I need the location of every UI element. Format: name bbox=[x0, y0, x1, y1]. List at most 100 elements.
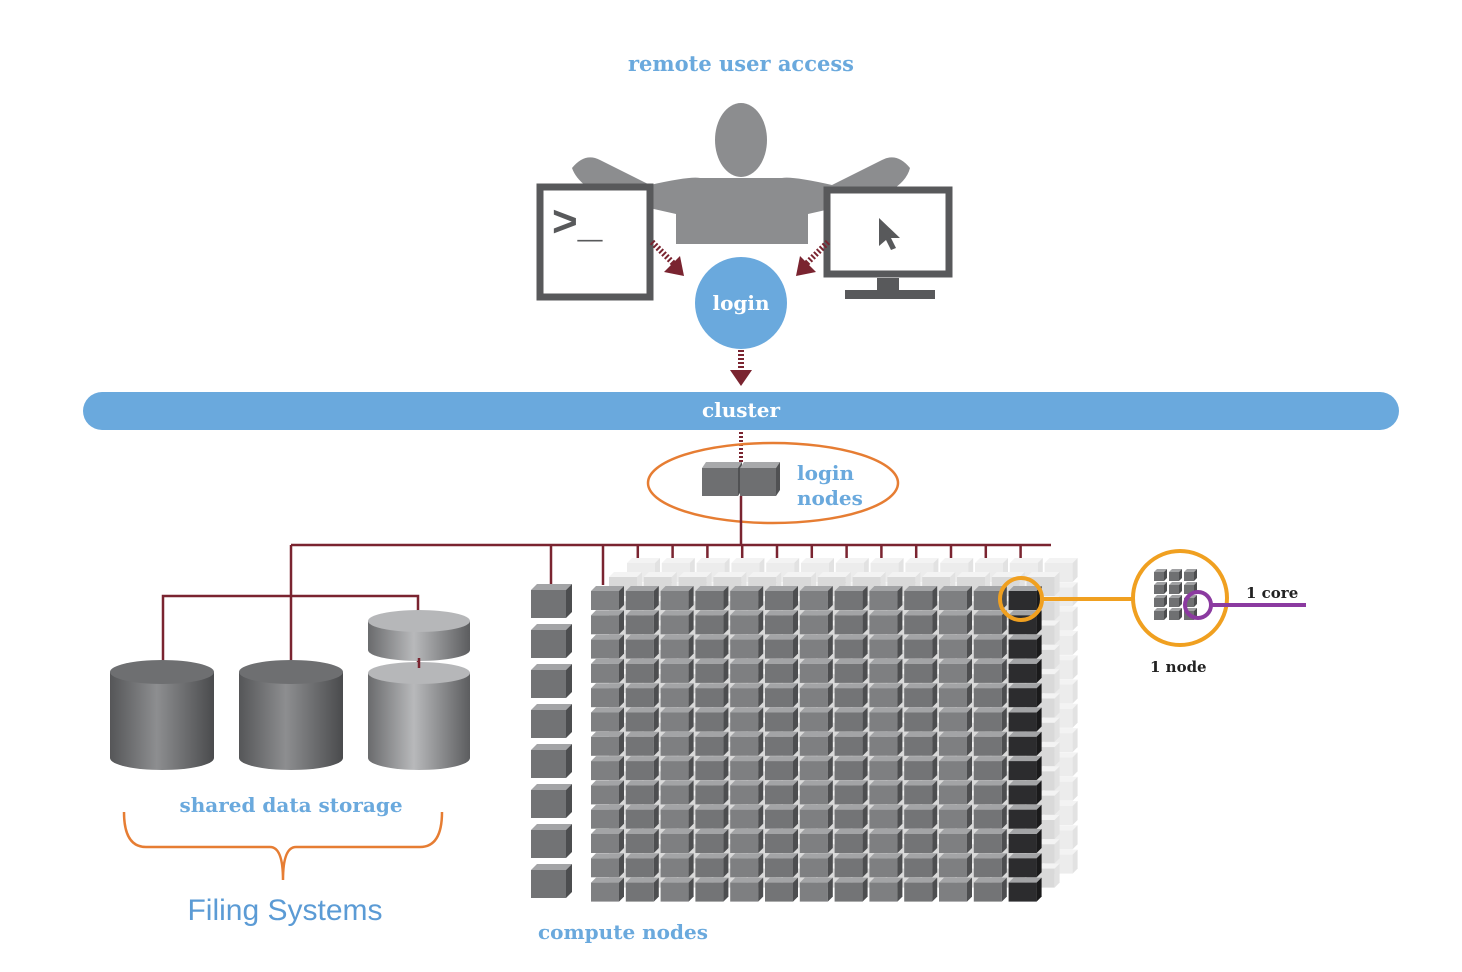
node-cube bbox=[625, 634, 659, 659]
node-cube bbox=[730, 853, 764, 878]
node-cube bbox=[765, 829, 798, 853]
node-cube bbox=[765, 610, 798, 635]
node-cube bbox=[660, 586, 694, 610]
node-cube bbox=[765, 634, 798, 659]
node-cube bbox=[869, 756, 903, 781]
node-cube bbox=[869, 853, 903, 878]
node-cube bbox=[695, 634, 729, 659]
node-cube bbox=[1008, 853, 1042, 878]
node-cube bbox=[695, 877, 729, 902]
node-cube bbox=[1154, 595, 1167, 607]
node-cube bbox=[531, 704, 572, 738]
node-cube bbox=[939, 683, 972, 708]
node-cube bbox=[1169, 582, 1182, 594]
node-cube bbox=[591, 877, 624, 902]
node-cube bbox=[625, 756, 659, 781]
node-cube bbox=[765, 756, 798, 781]
node-cube bbox=[1154, 569, 1167, 581]
node-cube bbox=[904, 780, 938, 805]
node-cube bbox=[625, 683, 659, 708]
node-cube bbox=[730, 683, 764, 708]
node-cube bbox=[695, 731, 729, 756]
node-cube bbox=[730, 829, 764, 853]
node-cube bbox=[765, 731, 798, 756]
node-cube bbox=[939, 877, 972, 902]
node-cube bbox=[1169, 608, 1182, 620]
node-cube bbox=[869, 731, 903, 756]
node-cube bbox=[869, 634, 903, 659]
node-cube bbox=[1008, 634, 1042, 659]
node-cube bbox=[939, 853, 972, 878]
node-cube bbox=[1008, 756, 1042, 781]
node-cube bbox=[904, 610, 938, 635]
node-cube bbox=[973, 707, 1007, 732]
node-cube bbox=[869, 683, 903, 708]
node-cube bbox=[834, 658, 868, 683]
login-label: login bbox=[712, 291, 770, 315]
node-cube bbox=[973, 683, 1007, 708]
node-cube bbox=[1008, 707, 1042, 732]
compute-node-grid bbox=[591, 586, 1042, 902]
node-cube bbox=[695, 804, 729, 829]
node-cube bbox=[834, 683, 868, 708]
node-cube bbox=[625, 804, 659, 829]
node-cube bbox=[834, 586, 868, 610]
node-cube bbox=[730, 658, 764, 683]
compute-nodes-label: compute nodes bbox=[538, 920, 708, 944]
cluster-label: cluster bbox=[702, 398, 781, 422]
node-cube bbox=[695, 756, 729, 781]
node-cube bbox=[1008, 804, 1042, 829]
node-cube bbox=[869, 707, 903, 732]
shared-data-storage-label: shared data storage bbox=[179, 793, 402, 817]
node-cube bbox=[869, 829, 903, 853]
node-cube bbox=[625, 658, 659, 683]
node-cube bbox=[939, 707, 972, 732]
node-cube bbox=[695, 707, 729, 732]
node-cube bbox=[531, 624, 572, 658]
node-cube bbox=[625, 853, 659, 878]
node-cube bbox=[973, 756, 1007, 781]
node-cube bbox=[904, 658, 938, 683]
login-nodes-highlight bbox=[646, 441, 900, 525]
node-cube bbox=[591, 634, 624, 659]
node-cube bbox=[660, 877, 694, 902]
node-cube bbox=[625, 780, 659, 805]
node-cube bbox=[660, 804, 694, 829]
node-cube bbox=[730, 804, 764, 829]
node-cube bbox=[904, 683, 938, 708]
node-cube bbox=[765, 658, 798, 683]
node-cube bbox=[869, 804, 903, 829]
node-cube bbox=[591, 707, 624, 732]
node-cube bbox=[1008, 731, 1042, 756]
node-cube bbox=[973, 586, 1007, 610]
node-cube bbox=[904, 707, 938, 732]
node-cube bbox=[1184, 569, 1197, 581]
node-cube bbox=[834, 634, 868, 659]
node-cube bbox=[939, 756, 972, 781]
node-cube bbox=[660, 829, 694, 853]
node-cube bbox=[730, 756, 764, 781]
filing-systems-brace bbox=[122, 811, 444, 881]
node-cube bbox=[625, 610, 659, 635]
node-cube bbox=[799, 586, 833, 610]
node-cube bbox=[660, 634, 694, 659]
node-cube bbox=[869, 877, 903, 902]
node-cube bbox=[973, 829, 1007, 853]
node-cube bbox=[939, 804, 972, 829]
node-cube bbox=[591, 610, 624, 635]
node-cube bbox=[799, 707, 833, 732]
node-cube bbox=[591, 731, 624, 756]
node-cube bbox=[834, 780, 868, 805]
connection-arrows bbox=[649, 239, 831, 370]
node-cube bbox=[799, 634, 833, 659]
node-cube bbox=[660, 853, 694, 878]
node-cube bbox=[591, 780, 624, 805]
node-cube bbox=[1008, 683, 1042, 708]
node-cube bbox=[834, 829, 868, 853]
node-cube bbox=[939, 658, 972, 683]
node-cube bbox=[531, 664, 572, 698]
node-cube bbox=[869, 658, 903, 683]
node-cube bbox=[834, 756, 868, 781]
filing-systems-label: Filing Systems bbox=[187, 894, 382, 927]
node-cube bbox=[531, 864, 572, 898]
